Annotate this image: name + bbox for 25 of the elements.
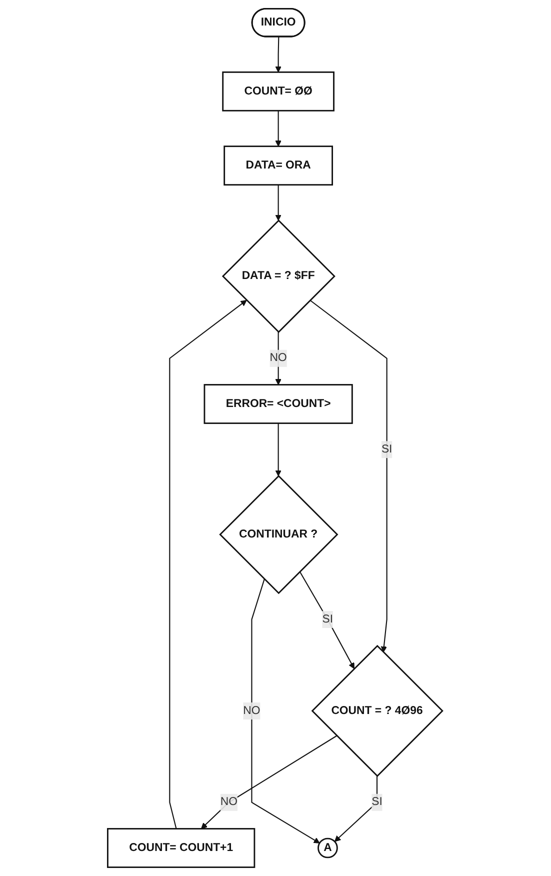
edge-label: SI: [372, 796, 383, 808]
edge-label: SI: [382, 443, 393, 456]
node-diamond: COUNT = ? 4Ø96: [312, 644, 444, 777]
node-diamond: CONTINUAR ?: [220, 475, 339, 594]
arrow: [334, 776, 378, 842]
arrow: [310, 300, 388, 652]
arrow: [276, 110, 282, 147]
arrow: [170, 300, 248, 829]
arrow: [300, 571, 355, 669]
node-box: ERROR= <COUNT>: [204, 384, 354, 424]
arrow: [276, 184, 282, 221]
arrow: [276, 332, 282, 386]
node-box: COUNT= COUNT+1: [107, 828, 256, 868]
edge-label: NO: [244, 704, 261, 717]
node-circle: A: [318, 838, 338, 858]
edge-label: NO: [270, 352, 288, 364]
arrow: [276, 423, 282, 476]
node-box: DATA= ORA: [224, 146, 334, 186]
edge-label: NO: [220, 796, 238, 808]
edge-label: SI: [322, 613, 334, 626]
arrow: [276, 36, 282, 72]
node-diamond: DATA = ? $FF: [222, 219, 336, 333]
node-box: COUNT= ØØ: [222, 71, 335, 112]
arrow: [201, 735, 338, 830]
arrow: [252, 579, 320, 844]
